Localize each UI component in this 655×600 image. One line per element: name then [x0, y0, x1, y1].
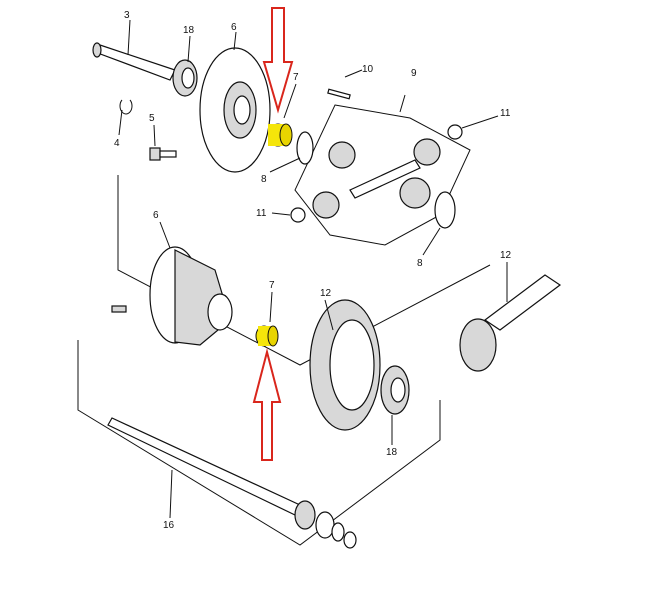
label-8-right: 8: [417, 258, 423, 269]
arrow-down-to-top-bushing: [262, 7, 294, 114]
ring-gear: [309, 299, 381, 431]
bearing-top: [172, 35, 198, 97]
lower-frame: [77, 340, 441, 546]
differential-case-bottom: [149, 221, 233, 346]
label-12-ring: 12: [320, 288, 332, 299]
gear-set-frame: [294, 104, 471, 246]
label-7-top: 7: [293, 72, 299, 83]
differential-case-top: [199, 31, 271, 173]
label-18-bottom: 18: [386, 447, 398, 458]
label-7-bottom: 7: [269, 280, 275, 291]
pin: [327, 88, 351, 100]
axle-shaft-top: [92, 19, 176, 81]
thrust-washer-left: [296, 131, 314, 165]
snap-ring: [119, 99, 133, 115]
pinion-gear: [459, 262, 562, 372]
label-8-left: 8: [261, 174, 267, 185]
arrow-up-to-bottom-bushing: [252, 348, 282, 461]
label-3: 3: [124, 10, 130, 21]
washer-right: [447, 124, 463, 140]
label-5: 5: [149, 113, 155, 124]
side-gears: [312, 94, 441, 219]
bolt: [149, 124, 177, 161]
label-4: 4: [114, 138, 120, 149]
label-16: 16: [163, 520, 175, 531]
label-11-left: 11: [256, 208, 267, 219]
output-shaft: [107, 417, 357, 549]
bushing-bottom-highlighted: [255, 291, 279, 347]
label-10: 10: [362, 64, 374, 75]
bearing-bottom: [380, 365, 410, 445]
bushing-top-highlighted: [268, 83, 297, 147]
label-9: 9: [411, 68, 417, 79]
label-12-pinion: 12: [500, 250, 512, 261]
small-bolt: [111, 305, 127, 313]
label-11-right: 11: [500, 108, 511, 119]
thrust-washer-right: [434, 191, 456, 229]
washer-left: [290, 207, 306, 223]
label-18-top: 18: [183, 25, 195, 36]
label-6-bottom: 6: [153, 210, 159, 221]
label-6-top: 6: [231, 22, 237, 33]
